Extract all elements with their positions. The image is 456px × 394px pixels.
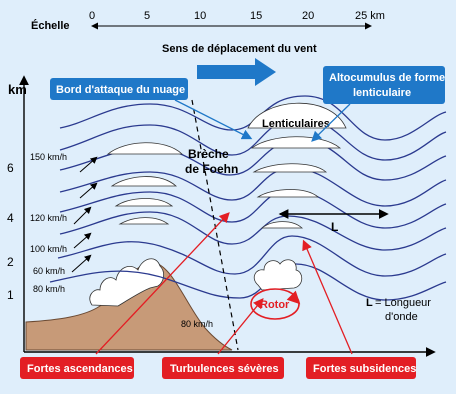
- lenticular-cloud-8: [256, 189, 320, 198]
- altocumulus-line-1: Altocumulus de forme: [329, 72, 445, 84]
- rotor-label: Rotor: [260, 299, 290, 311]
- scale-tick-25: 25 km: [355, 10, 385, 22]
- legend-symbol: L: [366, 297, 373, 309]
- lenticular-cloud-9: [260, 221, 304, 229]
- mountain-cap-cloud: [89, 258, 164, 307]
- altitude-tick-6: 6: [7, 161, 14, 175]
- lenticular-cloud-7: [252, 163, 328, 173]
- wind-arrow-5: [71, 254, 92, 273]
- scale-label: Échelle: [31, 19, 70, 32]
- lenticular-cloud-5: [247, 102, 347, 129]
- subsidences-box: [306, 357, 416, 379]
- wind-arrow-2: [79, 182, 98, 199]
- legend-text-1: = Longueur: [375, 297, 431, 309]
- lenticular-cloud-3: [114, 198, 174, 207]
- wind-arrow-3: [73, 206, 92, 225]
- breche-label-2: de Foehn: [185, 162, 238, 176]
- altitude-tick-2: 2: [7, 255, 14, 269]
- wavelength-symbol: L: [331, 220, 338, 234]
- ascendances-box: [20, 357, 134, 379]
- lenticular-cloud-1: [106, 142, 184, 155]
- wave-line-4: [59, 167, 447, 207]
- lenticulaires-label: Lenticulaires: [262, 118, 330, 130]
- altocumulus-box: [323, 66, 445, 104]
- turbulences-pointer: [217, 297, 264, 355]
- rotor-cloud: [253, 259, 303, 291]
- speed-label-100: 100 km/h: [30, 244, 67, 254]
- wind-direction-label: Sens de déplacement du vent: [162, 43, 317, 55]
- altocumulus-pointer: [311, 103, 351, 142]
- wave-line-5: [59, 189, 447, 229]
- scale-tick-5: 5: [144, 10, 150, 22]
- speed-label-120: 120 km/h: [30, 213, 67, 223]
- ascendances-label: Fortes ascendances: [27, 363, 133, 375]
- speed-label-80-lee: 80 km/h: [181, 319, 213, 329]
- bord-attaque-label: Bord d'attaque du nuage: [56, 84, 185, 96]
- speed-label-150: 150 km/h: [30, 152, 67, 162]
- altitude-unit: km: [8, 82, 27, 97]
- lenticular-clouds: [106, 102, 347, 229]
- speed-label-60: 60 km/h: [33, 266, 65, 276]
- lenticular-cloud-2: [110, 176, 178, 187]
- rotor-arrow: [286, 290, 301, 305]
- lenticular-cloud-4: [118, 217, 170, 225]
- altitude-tick-4: 4: [7, 211, 14, 225]
- wind-direction-arrow: [197, 58, 276, 86]
- turbulences-label: Turbulences sévères: [170, 363, 279, 375]
- legend-text-2: d'onde: [385, 311, 418, 323]
- scale-tick-0: 0: [89, 10, 95, 22]
- wind-arrows: [71, 156, 98, 273]
- speed-label-80: 80 km/h: [33, 284, 65, 294]
- scale-tick-20: 20: [302, 10, 314, 22]
- subsidences-pointer: [302, 239, 353, 355]
- wave-line-6: [59, 211, 447, 251]
- altitude-tick-1: 1: [7, 288, 14, 302]
- bord-attaque-pointer: [174, 99, 253, 140]
- wind-arrow-4: [73, 232, 92, 249]
- subsidences-label: Fortes subsidences: [313, 363, 416, 375]
- altocumulus-line-2: lenticulaire: [353, 87, 411, 99]
- breche-label-1: Brèche: [188, 147, 229, 161]
- scale-tick-10: 10: [194, 10, 206, 22]
- scale-tick-15: 15: [250, 10, 262, 22]
- ascendances-pointer: [95, 212, 230, 355]
- wave-line-2: [59, 117, 447, 161]
- wind-arrow-1: [79, 156, 98, 173]
- foehn-gap-line: [191, 99, 239, 351]
- bord-attaque-box: [50, 78, 188, 100]
- wave-line-7: [57, 235, 447, 277]
- turbulences-box: [162, 357, 284, 379]
